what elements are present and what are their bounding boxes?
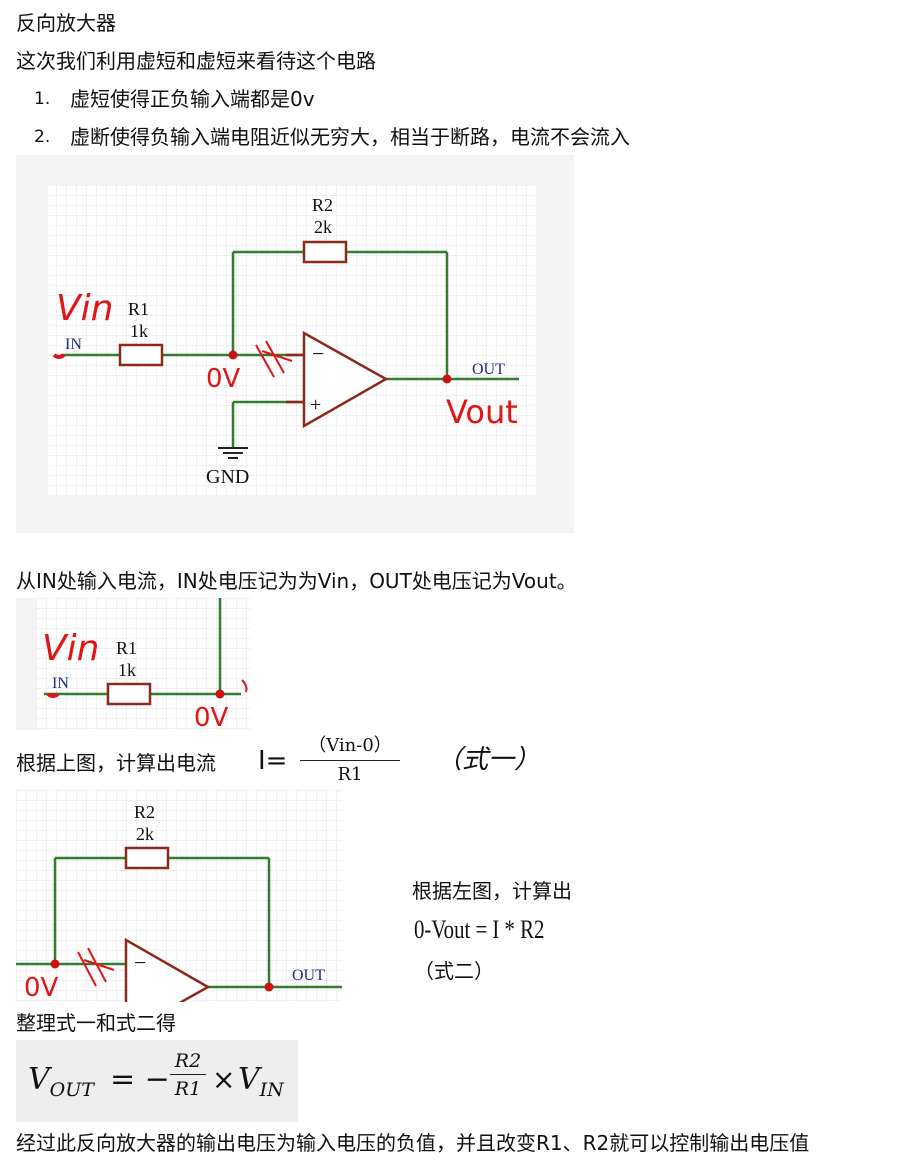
node-dot xyxy=(215,689,225,699)
handwritten-vout: Vout xyxy=(446,393,518,431)
handwritten-break-marks xyxy=(77,947,115,987)
result-numerator: R2 xyxy=(174,1050,202,1072)
result-rhs: V xyxy=(238,1062,260,1097)
r1-value: 1k xyxy=(130,321,148,341)
in-label: IN xyxy=(52,675,69,692)
handwritten-0v: 0V xyxy=(194,703,229,730)
node-dot xyxy=(264,982,274,992)
r1-value: 1k xyxy=(118,660,136,680)
eq2-lead: 根据左图，计算出 xyxy=(412,879,572,903)
conclusion-text: 经过此反向放大器的输出电压为输入电压的负值，并且改变R1、R2就可以控制输出电压… xyxy=(16,1131,810,1155)
eq1-fraction: （Vin-0） R1 xyxy=(300,734,400,787)
ground-symbol xyxy=(218,447,248,459)
gnd-label: GND xyxy=(206,466,249,488)
in-label: IN xyxy=(65,336,82,353)
handwritten-vin: Vin xyxy=(56,288,113,329)
eq1-lhs: I= xyxy=(258,746,288,776)
handwritten-vin: Vin xyxy=(42,628,99,669)
out-label: OUT xyxy=(292,967,325,984)
intro-text: 这次我们利用虚短和虚短来看待这个电路 xyxy=(16,49,376,73)
r1-name: R1 xyxy=(128,299,149,319)
resistor-r2 xyxy=(124,846,170,870)
node-dot xyxy=(50,959,60,969)
minus-sign: − xyxy=(134,950,146,975)
result-equals: = − xyxy=(110,1062,170,1097)
list-item: 虚断使得负输入端电阻近似无穷大，相当于断路，电流不会流入 xyxy=(70,125,630,149)
eq1-tag: （式一） xyxy=(436,745,541,775)
op-amp xyxy=(302,330,389,429)
handwritten-0v: 0V xyxy=(24,973,59,1002)
result-denominator: R1 xyxy=(174,1078,202,1100)
resistor-r1 xyxy=(118,343,164,367)
circuit-figure-full: − + R2 2k R1 1k IN OUT GND Vin 0V Vout xyxy=(16,155,574,533)
list-number: 2. xyxy=(34,127,51,147)
circuit-figure-input: R1 1k IN Vin 0V xyxy=(16,598,250,733)
list-number: 1. xyxy=(34,89,51,109)
resistor-r1 xyxy=(106,682,152,706)
result-rhs-sub: IN xyxy=(259,1079,284,1101)
r2-name: R2 xyxy=(312,195,333,215)
circuit-figure-feedback: − R2 2k OUT 0V xyxy=(16,790,342,1036)
page-title: 反向放大器 xyxy=(16,11,116,35)
out-label: OUT xyxy=(472,361,505,378)
eq1-numerator: （Vin-0） xyxy=(308,735,392,756)
r1-name: R1 xyxy=(116,638,137,658)
r2-value: 2k xyxy=(314,217,332,237)
node-dot xyxy=(228,350,238,360)
resistor-r2 xyxy=(302,240,348,264)
eq2-formula: 0-Vout = I * R2 xyxy=(414,915,545,944)
eq1-lead: 根据上图，计算出电流 xyxy=(16,751,216,775)
combine-text: 整理式一和式二得 xyxy=(16,1011,176,1035)
list-item: 虚短使得正负输入端都是0v xyxy=(70,87,315,111)
result-lhs: V xyxy=(28,1062,50,1097)
minus-sign: − xyxy=(312,341,324,366)
para-input-description: 从IN处输入电流，IN处电压记为为Vin，OUT处电压记为Vout。 xyxy=(16,569,577,593)
handwritten-0v: 0V xyxy=(206,364,241,394)
r2-name: R2 xyxy=(134,802,155,822)
r2-value: 2k xyxy=(136,824,154,844)
eq1-denominator: R1 xyxy=(337,764,363,785)
result-times: × xyxy=(212,1063,236,1096)
handwritten-break-marks xyxy=(255,340,293,378)
result-lhs-sub: OUT xyxy=(49,1079,94,1101)
result-formula: VOUT = − R2 R1 × VIN xyxy=(16,1040,298,1122)
node-dot xyxy=(442,374,452,384)
eq2-tag: （式二） xyxy=(414,959,494,983)
plus-sign: + xyxy=(310,394,321,416)
